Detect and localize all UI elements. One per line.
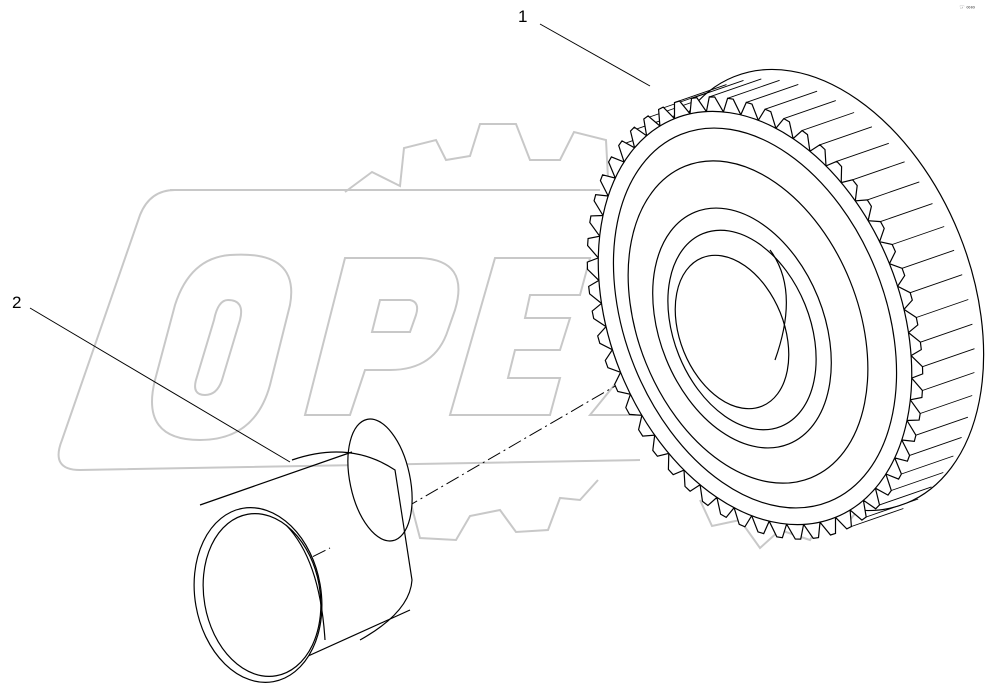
gear-tooth-edge [801,112,855,131]
callout-label-1[interactable]: 1 [518,7,528,26]
gear-tooth-edge [915,416,969,436]
gear-tooth-edge [630,112,683,132]
gear-tooth-edge [709,78,762,98]
gear-tooth-edge [892,226,945,245]
gear-tooth-edge [643,100,696,120]
gear-tooth-edge [727,79,780,99]
leader-line-2 [29,307,291,463]
gear-tooth-edge [880,203,933,223]
gear-tooth-edge [836,142,889,162]
gear-tooth-edge [920,323,973,343]
gear-tooth-edge [819,126,873,146]
gear-tooth-edge [920,395,973,414]
gear-tooth-edge [891,472,944,491]
gear-tooth-edge [916,299,969,318]
gear-tooth-edge [674,84,727,104]
gear-tooth-edge [691,79,744,99]
gear-tooth-edge [901,455,954,475]
gear-tooth-edge [922,348,975,368]
gear-tooth-edge [867,181,920,201]
gear-tooth-edge [851,508,904,527]
watermark-frame [57,189,641,472]
gear-tooth-edge [852,161,905,181]
gear-tooth-edge [879,486,932,506]
gear-tooth-edge [746,83,799,103]
gear-tooth-edge [901,249,955,269]
leader-line-1 [539,23,651,87]
gear-tooth-edge [922,372,975,391]
gear-tooth-edge [909,436,962,456]
helical-gear-icon [586,68,985,540]
gear-tooth-edge [910,274,963,294]
gear-tooth-edge [866,498,919,518]
bushing-sleeve-icon [193,418,413,683]
corner-mark: ☞ ∞∞ [959,5,975,11]
gear-tooth-edge [783,100,836,120]
callout-label-2[interactable]: 2 [12,293,22,312]
gear-tooth-edge [764,90,818,110]
